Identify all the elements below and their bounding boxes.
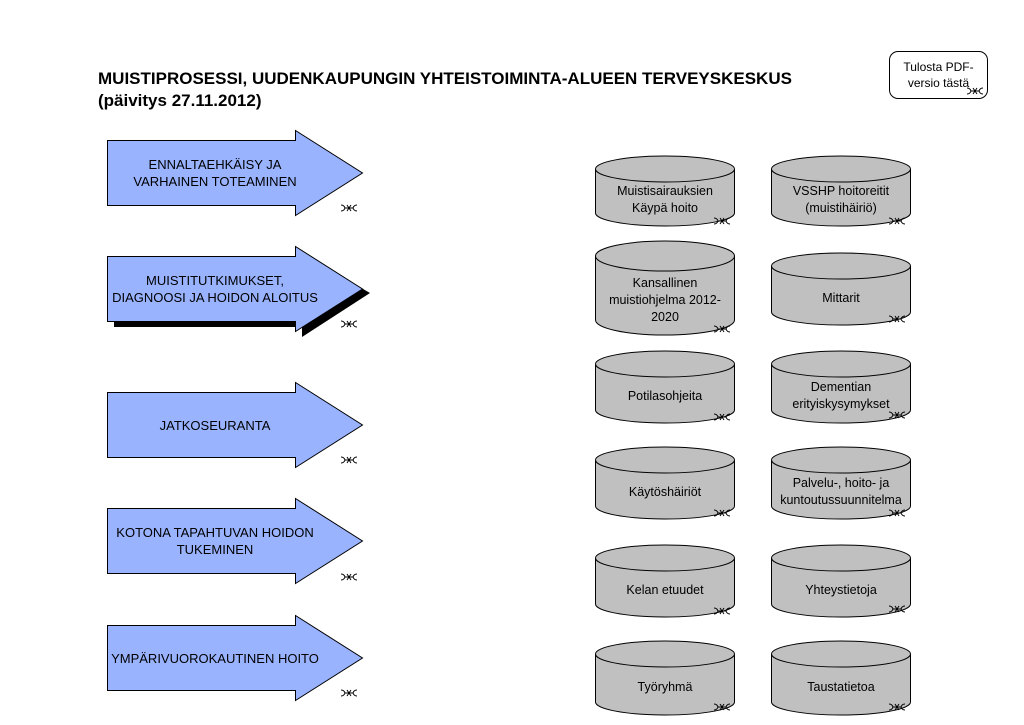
arrow-label: YMPÄRIVUOROKAUTINEN HOITO	[111, 650, 319, 666]
arrow-shape	[107, 497, 364, 585]
resource-vsshp-hoitoreitit[interactable]: VSSHP hoitoreitit (muistihäiriö)	[771, 155, 911, 227]
resource-kaypa-hoito[interactable]: Muistisairauksien Käypä hoito	[595, 155, 735, 227]
hyperlink-icon	[340, 573, 358, 581]
hyperlink-icon	[888, 605, 906, 613]
arrow-label: KOTONA TAPAHTUVAN HOIDON TUKEMINEN	[116, 525, 314, 557]
process-arrow-home-care[interactable]: KOTONA TAPAHTUVAN HOIDON TUKEMINEN	[107, 497, 364, 585]
print-pdf-button[interactable]: Tulosta PDF-versio tästä	[889, 51, 988, 99]
resource-kaytoshairiot[interactable]: Käytöshäiriöt	[595, 446, 735, 520]
resource-yhteystietoja[interactable]: Yhteystietoja	[771, 544, 911, 618]
resource-label: Muistisairauksien Käypä hoito	[617, 184, 713, 215]
resource-label: VSSHP hoitoreitit (muistihäiriö)	[792, 184, 890, 215]
resource-label: Dementian erityiskysymykset	[792, 380, 890, 411]
arrow-label: MUISTITUTKIMUKSET, DIAGNOOSI JA HOIDON A…	[112, 273, 318, 305]
process-arrow-followup[interactable]: JATKOSEURANTA	[107, 381, 364, 469]
cylinder-shape	[595, 640, 735, 716]
page-title-date: (päivitys 27.11.2012)	[98, 91, 262, 110]
cylinder-shape	[771, 350, 911, 424]
cylinder-shape	[595, 350, 735, 424]
process-arrow-diagnosis[interactable]: MUISTITUTKIMUKSET, DIAGNOOSI JA HOIDON A…	[107, 245, 370, 337]
hyperlink-icon	[888, 411, 906, 419]
resource-potilasohjeita[interactable]: Potilasohjeita	[595, 350, 735, 424]
cylinder-shape	[771, 252, 911, 326]
page-title: MUISTIPROSESSI, UUDENKAUPUNGIN YHTEISTOI…	[98, 68, 792, 112]
resource-dementian-erityiskysymykset[interactable]: Dementian erityiskysymykset	[771, 350, 911, 424]
cylinder-shape	[595, 155, 735, 227]
cylinder-shape	[771, 640, 911, 716]
hyperlink-icon	[713, 509, 731, 517]
cylinder-shape	[771, 446, 911, 520]
cylinder-shape	[595, 544, 735, 618]
resource-muistiohjelma[interactable]: Kansallinen muistiohjelma 2012-2020	[595, 240, 735, 336]
hyperlink-icon	[888, 217, 906, 225]
arrow-label: ENNALTAEHKÄISY JA VARHAINEN TOTEAMINEN	[133, 157, 297, 189]
arrow-label: JATKOSEURANTA	[159, 417, 271, 433]
arrow-shape	[107, 129, 364, 217]
hyperlink-icon	[713, 325, 731, 333]
hyperlink-icon	[713, 703, 731, 711]
hyperlink-icon	[713, 413, 731, 421]
resource-label: Kansallinen muistiohjelma 2012-2020	[609, 275, 721, 324]
resource-mittarit[interactable]: Mittarit	[771, 252, 911, 326]
hyperlink-icon	[888, 509, 906, 517]
resource-label: Kelan etuudet	[626, 582, 704, 597]
resource-label: Palvelu-, hoito- ja kuntoutussuunnitelma	[780, 476, 902, 507]
resource-label: Potilasohjeita	[627, 388, 703, 403]
resource-palvelusuunnitelma[interactable]: Palvelu-, hoito- ja kuntoutussuunnitelma	[771, 446, 911, 520]
arrow-shape	[107, 614, 364, 702]
cylinder-shape	[771, 155, 911, 227]
hyperlink-icon	[340, 320, 358, 328]
process-arrow-prevention[interactable]: ENNALTAEHKÄISY JA VARHAINEN TOTEAMINEN	[107, 129, 364, 217]
resource-kelan-etuudet[interactable]: Kelan etuudet	[595, 544, 735, 618]
page-title-main: MUISTIPROSESSI, UUDENKAUPUNGIN YHTEISTOI…	[98, 69, 792, 88]
hyperlink-icon	[713, 217, 731, 225]
resource-tyoryhma[interactable]: Työryhmä	[595, 640, 735, 716]
resource-label: Käytöshäiriöt	[628, 484, 702, 499]
hyperlink-icon	[340, 689, 358, 697]
resource-label: Työryhmä	[637, 679, 693, 694]
hyperlink-icon	[713, 607, 731, 615]
process-arrow-24h-care[interactable]: YMPÄRIVUOROKAUTINEN HOITO	[107, 614, 364, 702]
hyperlink-icon	[888, 315, 906, 323]
arrow-shape	[107, 245, 370, 337]
print-pdf-label: Tulosta PDF-versio tästä	[903, 60, 974, 90]
arrow-shape	[107, 381, 364, 469]
cylinder-shape	[595, 446, 735, 520]
resource-label: Yhteystietoja	[805, 582, 877, 597]
resource-label: Mittarit	[822, 290, 860, 305]
hyperlink-icon	[888, 703, 906, 711]
resource-taustatietoa[interactable]: Taustatietoa	[771, 640, 911, 716]
cylinder-shape	[771, 544, 911, 618]
hyperlink-icon	[340, 456, 358, 464]
hyperlink-icon	[966, 87, 984, 95]
hyperlink-icon	[340, 204, 358, 212]
resource-label: Taustatietoa	[807, 679, 875, 694]
